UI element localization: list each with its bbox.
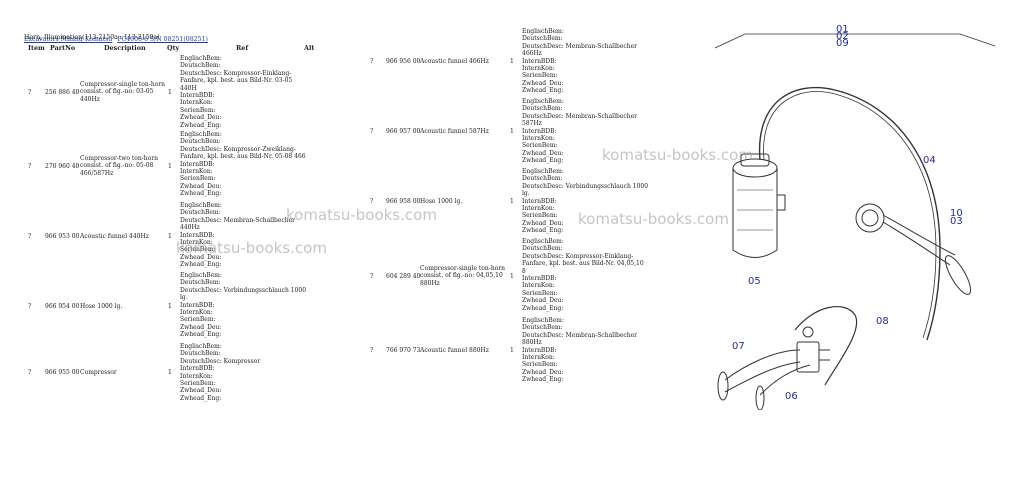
row-description: Hose 1000 lg. <box>420 198 463 205</box>
row-qty: 1 <box>510 198 514 205</box>
diagram-label-04: 04 <box>923 155 936 166</box>
row-description: Compressor-single ton-horn consist. of f… <box>420 265 506 287</box>
row-partno: 966 955 00 <box>45 369 80 376</box>
row-ref: EnglischBem: DeutschBem: DeutschDesc: Me… <box>522 98 638 165</box>
watermark: komatsu-books.com <box>176 239 327 257</box>
row-qty: 1 <box>168 89 172 96</box>
row-item: ? <box>28 369 32 376</box>
row-partno: 966 953 00 <box>45 233 80 240</box>
row-item: ? <box>370 198 374 205</box>
row-description: Compressor-single ton-horn consist. of f… <box>80 81 166 103</box>
watermark: komatsu-books.com <box>286 206 437 224</box>
diagram-label-06: 06 <box>785 391 798 402</box>
diagram-label-07: 07 <box>732 341 745 352</box>
row-ref: EnglischBem: DeutschBem: DeutschDesc: Ko… <box>522 238 644 312</box>
row-description: Acoustic funnel 440Hz <box>80 233 149 240</box>
row-description: Compressor-two ton-horn consist. of fig.… <box>80 155 159 177</box>
diagram-label-10: 10 <box>950 208 963 219</box>
row-description: Acoustic funnel 880Hz <box>420 347 489 354</box>
row-description: Compressor <box>80 369 117 376</box>
row-ref: EnglischBem: DeutschBem: DeutschDesc: Ko… <box>180 343 261 402</box>
header-alt: Alt <box>304 44 315 52</box>
page-subtitle: Horn, Illumination(113-2150a : 113-2150a… <box>24 34 160 41</box>
row-item: ? <box>370 273 374 280</box>
row-item: ? <box>28 233 32 240</box>
row-partno: 604 289 40 <box>386 273 421 280</box>
header-description: Description <box>104 44 146 52</box>
row-ref: EnglischBem: DeutschBem: DeutschDesc: Me… <box>522 28 638 95</box>
watermark: komatsu-books.com <box>578 210 729 228</box>
row-qty: 1 <box>168 303 172 310</box>
row-description: Acoustic funnel 466Hz <box>420 58 489 65</box>
row-item: ? <box>28 163 32 170</box>
row-qty: 1 <box>168 163 172 170</box>
header-qty: Qty <box>167 44 180 52</box>
diagram-label-03: 03 <box>950 216 963 227</box>
diagram-label-02: 02 <box>836 31 849 42</box>
row-qty: 1 <box>510 273 514 280</box>
row-partno: 966 956 00 <box>386 58 421 65</box>
row-partno: 966 954 00 <box>45 303 80 310</box>
row-qty: 1 <box>510 347 514 354</box>
watermark: komatsu-books.com <box>602 146 753 164</box>
diagram-label-08: 08 <box>876 316 889 327</box>
row-item: ? <box>28 303 32 310</box>
diagram-label-01: 01 <box>836 24 849 35</box>
row-qty: 1 <box>168 233 172 240</box>
horn-assembly-drawing <box>714 33 996 411</box>
row-partno: 766 970 73 <box>386 347 421 354</box>
header-ref: Ref <box>236 44 249 52</box>
breadcrumb: Excavators Mining Komatsu PC4000-6 S/N 0… <box>24 26 208 45</box>
row-description: Acoustic funnel 587Hz <box>420 128 489 135</box>
row-item: ? <box>370 128 374 135</box>
row-partno: 966 957 00 <box>386 128 421 135</box>
row-ref: EnglischBem: DeutschBem: DeutschDesc: Ko… <box>180 131 306 198</box>
row-ref: EnglischBem: DeutschBem: DeutschDesc: Ko… <box>180 55 293 129</box>
row-partno: 256 886 40 <box>45 89 80 96</box>
row-partno: 966 958 00 <box>386 198 421 205</box>
row-item: ? <box>28 89 32 96</box>
diagram-label-09: 09 <box>836 38 849 49</box>
row-item: ? <box>370 347 374 354</box>
row-ref: EnglischBem: DeutschBem: DeutschDesc: Ve… <box>522 168 649 235</box>
diagram-label-05: 05 <box>748 276 761 287</box>
row-qty: 1 <box>510 58 514 65</box>
parts-diagram: 01 02 09 04 10 03 05 08 07 06 <box>705 20 1005 411</box>
header-item: Item <box>28 44 45 52</box>
row-qty: 1 <box>510 128 514 135</box>
row-ref: EnglischBem: DeutschBem: DeutschDesc: Ve… <box>180 272 307 339</box>
row-ref: EnglischBem: DeutschBem: DeutschDesc: Me… <box>522 317 638 384</box>
row-qty: 1 <box>168 369 172 376</box>
row-description: Hose 1000 lg. <box>80 303 123 310</box>
row-partno: 270 960 40 <box>45 163 80 170</box>
breadcrumb-link-model[interactable]: PC4000-6 S/N 08251(08251) <box>117 36 208 43</box>
header-partno: PartNo <box>50 44 76 52</box>
row-item: ? <box>370 58 374 65</box>
row-ref: EnglischBem: DeutschBem: DeutschDesc: Me… <box>180 202 296 269</box>
breadcrumb-link-category[interactable]: Excavators Mining Komatsu <box>24 36 113 43</box>
